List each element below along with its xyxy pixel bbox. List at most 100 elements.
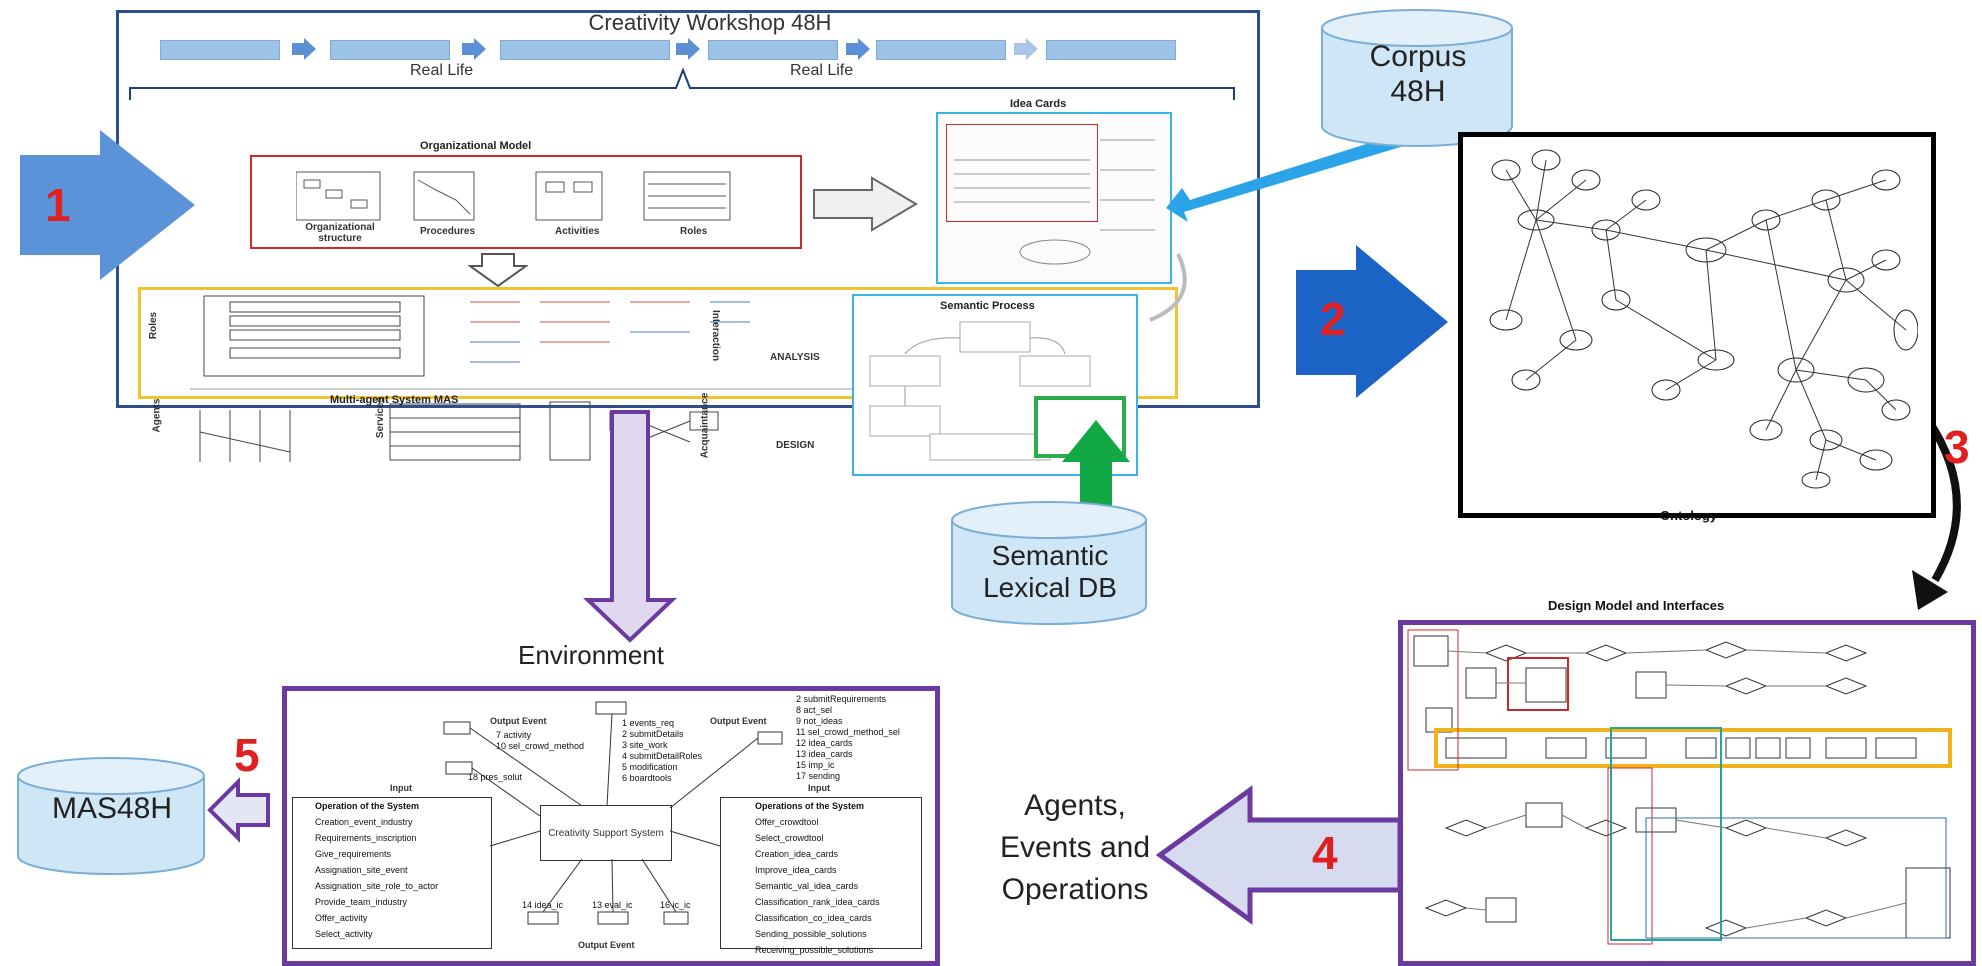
right-events: 2 submitRequirements 8 act_sel 9 not_ide…: [796, 694, 900, 782]
arrow-5-icon: [207, 777, 270, 843]
mid-event: 5 modification: [622, 762, 678, 772]
mid-event: 3 site_work: [622, 740, 668, 750]
right-list-item: Creation_idea_cards: [755, 849, 839, 859]
right-list-item: Receiving_possible_solutions: [755, 945, 874, 955]
idea-cards-title: Idea Cards: [1010, 98, 1067, 110]
semantic-db-arrow-icon: [1062, 420, 1130, 540]
grey-arrow-right-icon: [813, 176, 918, 232]
right-list-header: Operations of the System: [755, 801, 865, 811]
arrow-4-icon: [1155, 785, 1403, 925]
mas-box: [138, 287, 1178, 399]
corpus-arrow-icon: [1166, 130, 1414, 222]
org-item-structure: Organizational structure: [305, 222, 375, 244]
semantic-db-cylinder: [951, 501, 1147, 625]
idea-card-lines: [954, 139, 1155, 265]
right-list-item: Sending_possible_solutions: [755, 929, 867, 939]
corpus-label-line1: Corpus: [1369, 40, 1467, 73]
flow-step-3: [500, 40, 670, 60]
arrow-3-head-icon: [1912, 570, 1948, 610]
design-model-diagram: [1407, 629, 1952, 945]
number-3: 3: [1944, 421, 1970, 473]
right-event: 8 act_sel: [796, 705, 833, 715]
semantic-db-line2: Lexical DB: [983, 572, 1117, 604]
org-model-title: Organizational Model: [420, 140, 532, 152]
bottom-event-3: 16 ic_ic: [660, 900, 691, 910]
left-list-item: Provide_team_industry: [315, 897, 408, 907]
workshop-title: Creativity Workshop 48H: [588, 10, 832, 35]
left-list-item: Creation_event_industry: [315, 817, 413, 827]
real-life-left-label: Real Life: [410, 62, 474, 79]
grey-curve-arrow: [1149, 253, 1187, 322]
number-1: 1: [45, 179, 71, 231]
right-event: 12 idea_cards: [796, 738, 853, 748]
agents-events-label: Agents, Events and Operations: [990, 785, 1160, 911]
left-list-item: Give_requirements: [315, 849, 392, 859]
semantic-db-label: Semantic Lexical DB: [950, 540, 1150, 604]
flow-step-6: [1046, 40, 1176, 60]
left-list-item: Select_activity: [315, 929, 373, 939]
right-list-item: Improve_idea_cards: [755, 865, 837, 875]
output-event-bottom: Output Event: [578, 940, 635, 950]
real-life-brace: [129, 67, 1235, 100]
mid-event: 2 submitDetails: [622, 729, 684, 739]
right-input-label: Input: [808, 783, 830, 793]
agents-events-line1: Agents,: [1024, 789, 1126, 822]
org-model-thumbnails: [296, 171, 731, 221]
right-list-item: Offer_crowdtool: [755, 817, 819, 827]
semantic-process-title: Semantic Process: [940, 300, 1035, 312]
flow-arrow-icon: [676, 38, 700, 60]
mas-thumbnails: [190, 295, 870, 462]
right-list-item: Semantic_val_idea_cards: [755, 881, 859, 891]
idea-card-inner: [946, 124, 1098, 222]
design-model-title: Design Model and Interfaces: [1548, 598, 1725, 613]
left-event: 7 activity: [496, 730, 532, 740]
flow-step-2: [330, 40, 450, 60]
right-event: 2 submitRequirements: [796, 694, 887, 704]
semantic-process-cycle: [869, 321, 1126, 461]
bottom-event-1: 14 idea_ic: [522, 900, 564, 910]
semantic-db-line1: Semantic: [991, 540, 1109, 571]
bottom-event-2: 13 eval_ic: [592, 900, 633, 910]
right-input-list: Operations of the System Offer_crowdtool…: [720, 797, 922, 955]
right-event: 9 not_ideas: [796, 716, 843, 726]
mid-event: 6 boardtools: [622, 773, 672, 783]
ontology-graph: [1489, 149, 1918, 489]
flow-arrow-icon: [1014, 38, 1038, 60]
right-event: 15 imp_ic: [796, 760, 835, 770]
number-2: 2: [1320, 293, 1346, 345]
left-list-header: Operation of the System: [315, 801, 420, 811]
flow-step-5: [876, 40, 1006, 60]
mas48h-label: MAS48H: [51, 792, 173, 825]
creativity-system-box: Creativity Support System: [540, 805, 672, 861]
right-list-item: Select_crowdtool: [755, 833, 824, 843]
left-events: 7 activity 10 sel_crowd_method: [496, 730, 584, 752]
corpus-cylinder: [1321, 9, 1513, 147]
mid-event: 4 submitDetailRoles: [622, 751, 703, 761]
idea-cards-box: [936, 112, 1172, 284]
mid-events: 1 events_req 2 submitDetails 3 site_work…: [622, 718, 702, 784]
ontology-label: Ontology: [1660, 508, 1718, 523]
output-event-left: Output Event: [490, 716, 547, 726]
ontology-frame: [1458, 132, 1936, 518]
right-list-item: Classification_co_idea_cards: [755, 913, 872, 923]
right-event: 11 sel_crowd_method_sel: [796, 727, 900, 737]
flow-step-4: [708, 40, 838, 60]
agents-events-line2: Events and: [999, 831, 1151, 864]
right-list-item: Classification_rank_idea_cards: [755, 897, 880, 907]
left-input-list: Operation of the System Creation_event_i…: [292, 797, 492, 949]
agents-events-line3: Operations: [1001, 873, 1149, 906]
mas48h-cylinder: [17, 757, 205, 875]
left-events-2: 18 pres_solut: [468, 772, 522, 782]
environment-connectors: [443, 701, 783, 925]
left-list-item: Requirements_inscription: [315, 833, 417, 843]
left-input-label: Input: [390, 783, 412, 793]
analysis-label: ANALYSIS: [770, 352, 820, 363]
org-item-activities: Activities: [555, 226, 600, 237]
arrow-1-icon: [20, 130, 195, 280]
left-list-item: Assignation_site_role_to_actor: [315, 881, 439, 891]
real-life-right-label: Real Life: [790, 62, 854, 79]
right-event: 17 sending: [796, 771, 841, 781]
right-event: 13 idea_cards: [796, 749, 853, 759]
